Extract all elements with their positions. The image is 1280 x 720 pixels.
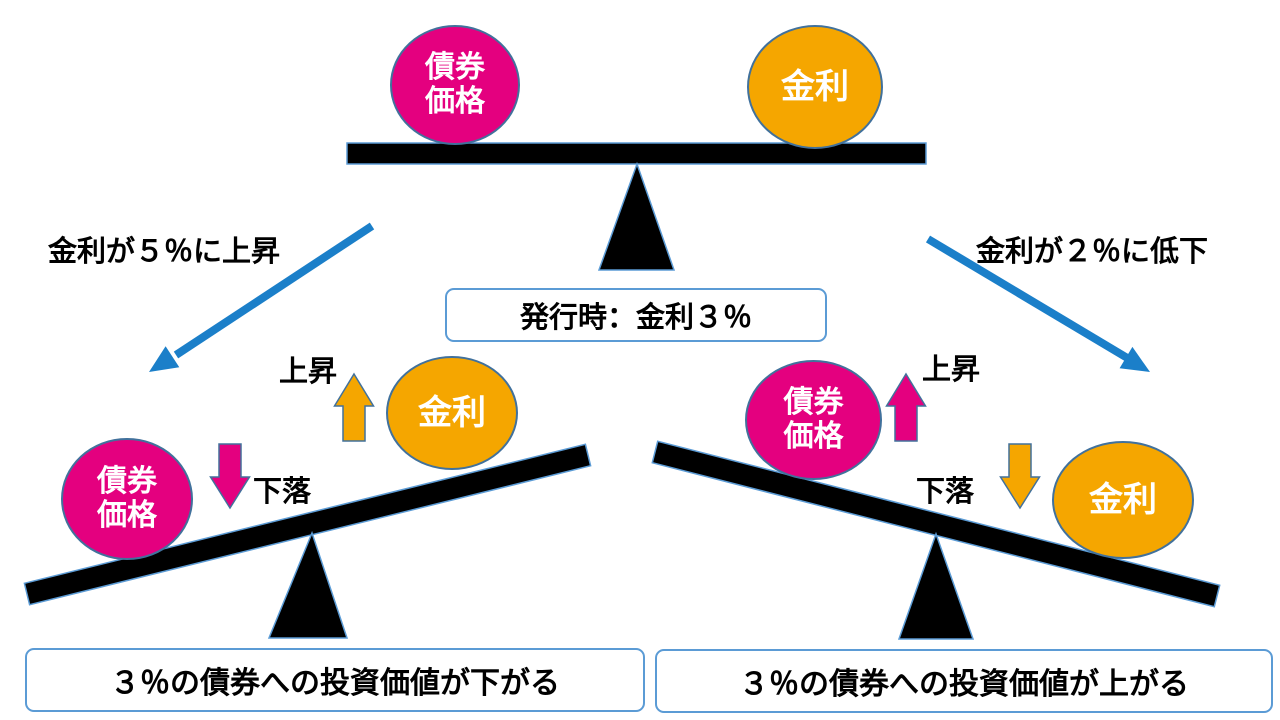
left-seesaw-beam (23, 443, 592, 606)
right-seesaw-beam (651, 440, 1221, 608)
rate-fall-annotation: 金利が２％に低下 (976, 236, 1209, 268)
top-seesaw-fulcrum-icon (597, 161, 676, 271)
right-scene-interest-rate-circle: 金利 (1052, 441, 1194, 559)
rate-down-arrowhead-icon (1119, 346, 1150, 372)
bond-price-down-arrow-icon (209, 443, 251, 510)
left-seesaw-fulcrum-icon (267, 530, 349, 639)
top-seesaw-beam (346, 142, 927, 165)
interest-rate-up-arrow-icon (333, 372, 375, 442)
right-scene-rise-label: 上昇 (922, 354, 981, 386)
right-seesaw-fulcrum-icon (897, 531, 975, 640)
rate-down-arrow-icon (925, 235, 1132, 363)
bond-price-up-arrow-icon (885, 372, 927, 442)
left-scene-result-box: ３％の債券への投資価値が下がる (25, 648, 645, 712)
interest-rate-down-arrow-icon (999, 443, 1041, 510)
right-scene-result-box: ３％の債券への投資価値が上がる (655, 649, 1273, 713)
rate-up-arrow-icon (173, 222, 375, 359)
left-scene-bond-price-circle: 債券 価格 (61, 438, 193, 560)
left-scene-fall-label: 下落 (253, 476, 312, 508)
issuance-rate-box: 発行時：金利３％ (445, 288, 827, 342)
right-scene-bond-price-circle: 債券 価格 (745, 360, 882, 480)
rate-up-arrowhead-icon (149, 346, 180, 372)
left-scene-rise-label: 上昇 (279, 356, 338, 388)
rate-rise-annotation: 金利が５％に上昇 (48, 236, 281, 268)
left-scene-interest-rate-circle: 金利 (386, 356, 518, 470)
right-scene-fall-label: 下落 (916, 476, 975, 508)
top-bond-price-circle: 債券 価格 (390, 25, 520, 145)
top-interest-rate-circle: 金利 (747, 25, 883, 149)
